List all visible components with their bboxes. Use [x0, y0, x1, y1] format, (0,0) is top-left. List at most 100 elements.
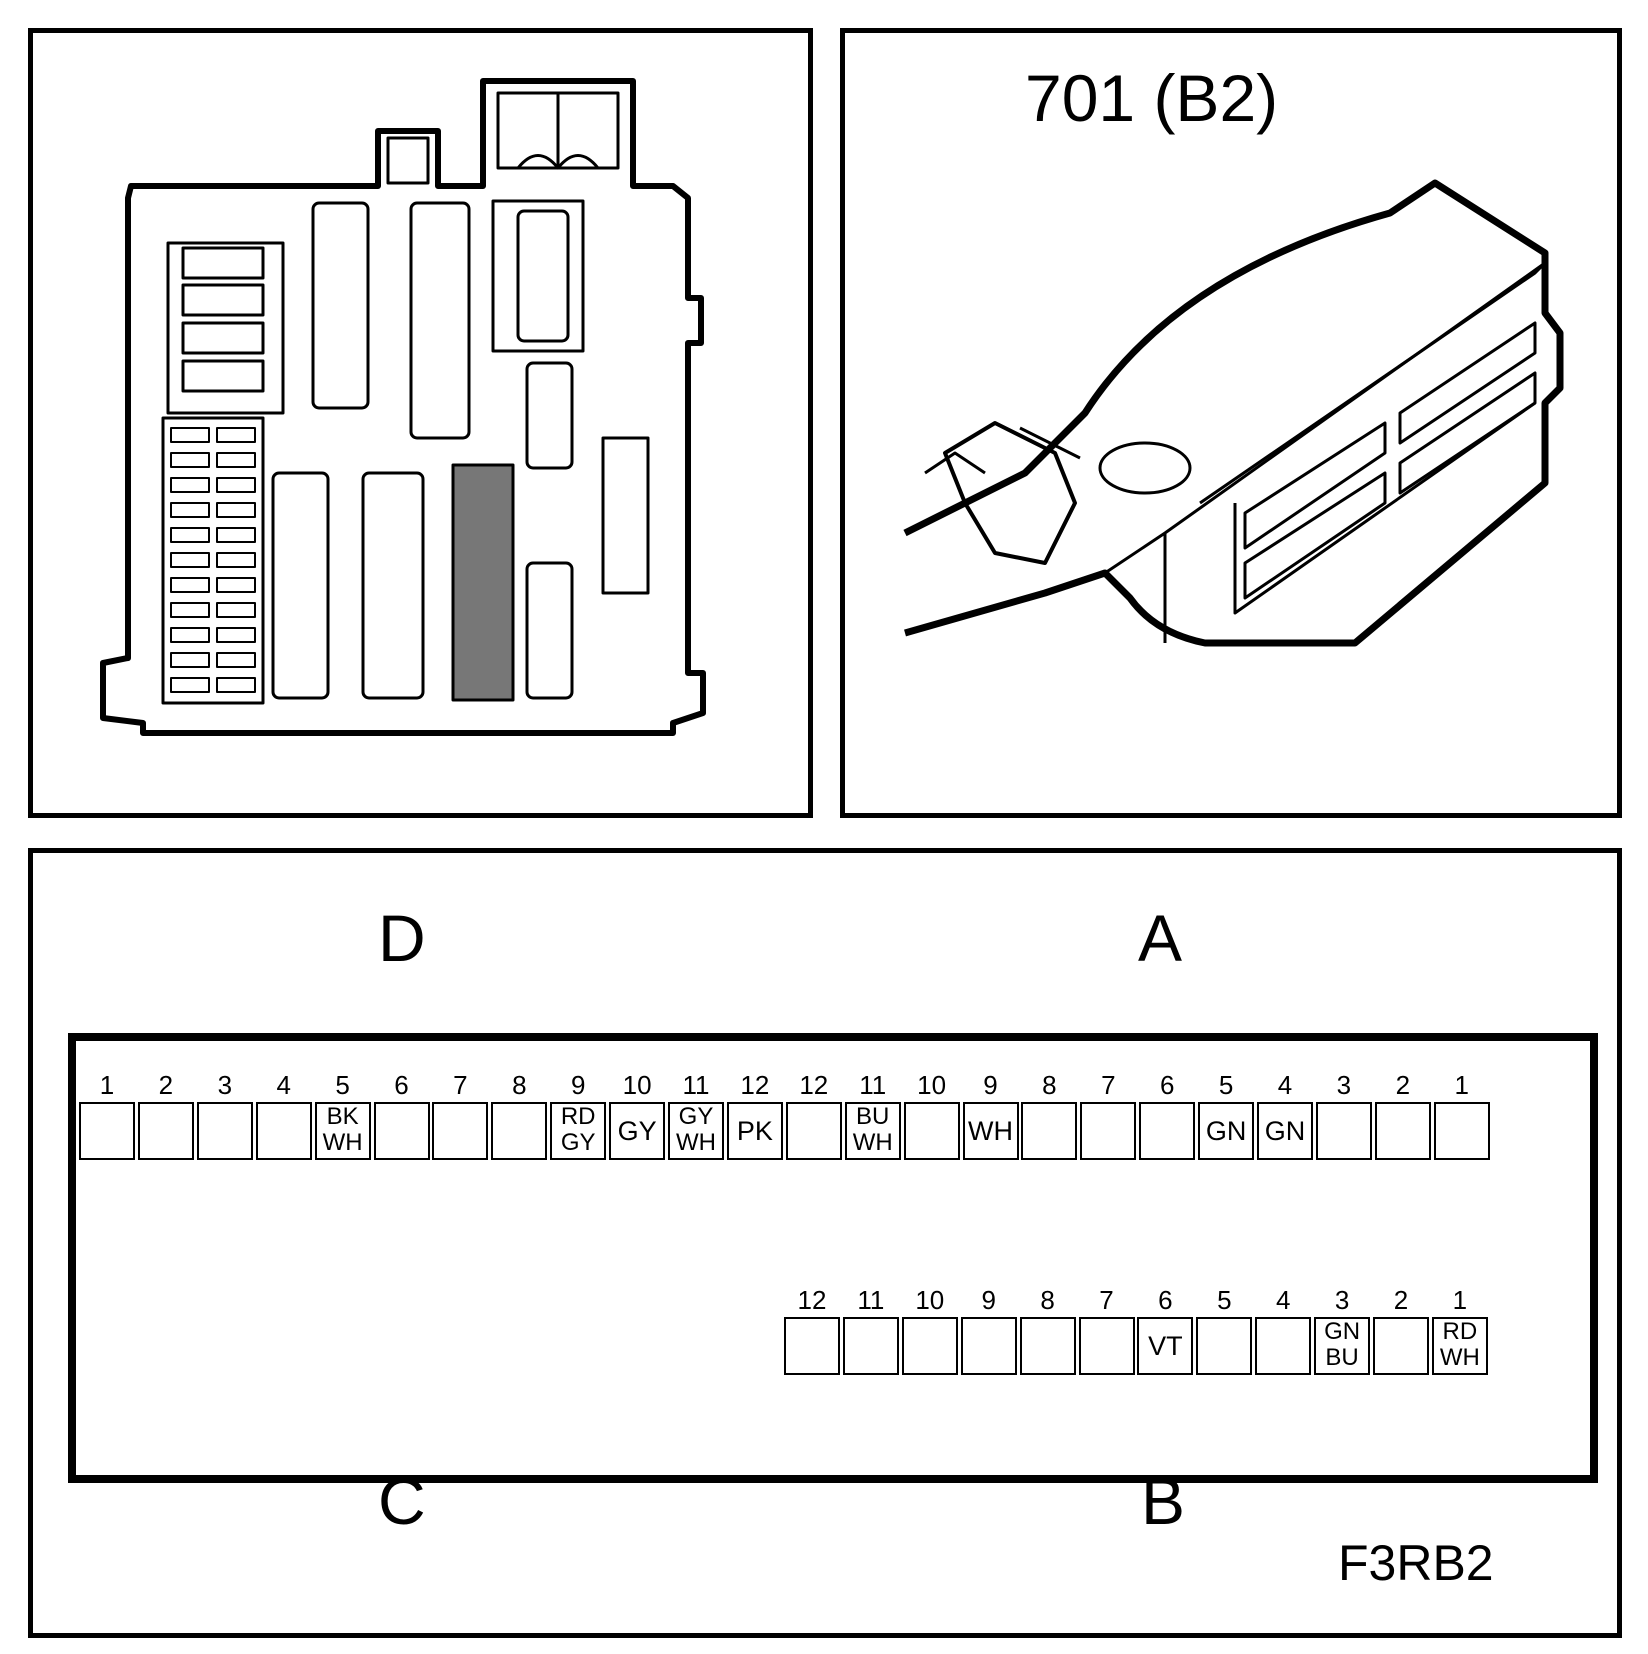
pin-box: [1019, 1317, 1076, 1375]
pin-box: [137, 1102, 194, 1160]
pin-cavity: 7: [1080, 1068, 1137, 1160]
side-label-a: A: [1138, 901, 1183, 975]
pin-box: [842, 1317, 899, 1375]
pin-cavity: 2: [1373, 1283, 1429, 1375]
pin-cavity: 5: [1196, 1283, 1253, 1375]
wire-color: GN: [1264, 1116, 1306, 1146]
pin-box: PK: [726, 1102, 783, 1160]
pin-number: 6: [394, 1070, 409, 1100]
pin-number: 5: [335, 1070, 350, 1100]
pin-number: 10: [917, 1070, 947, 1100]
pin-box: [79, 1102, 135, 1160]
wire-color: BK: [326, 1103, 359, 1130]
pin-cavity: 6: [1139, 1068, 1196, 1160]
figure-code: F3RB2: [1338, 1535, 1494, 1591]
wire-color: PK: [736, 1116, 773, 1146]
pin-cavity: 1: [1433, 1068, 1490, 1160]
pin-cavity: 8: [1021, 1068, 1078, 1160]
wire-color: GY: [617, 1116, 657, 1146]
wire-color: GY: [560, 1129, 596, 1156]
pin-box: [1139, 1102, 1196, 1160]
pin-number: 7: [453, 1070, 468, 1100]
pin-box: [1080, 1102, 1137, 1160]
pin-number: 1: [1452, 1285, 1468, 1315]
wire-color: RD: [560, 1103, 596, 1130]
pin-box: GN: [1257, 1102, 1313, 1160]
fusebox-panel: [28, 28, 813, 818]
pin-number: 12: [797, 1285, 827, 1315]
connector-drawing: [903, 179, 1564, 647]
pin-number: 2: [1395, 1070, 1411, 1100]
pin-box: [903, 1102, 960, 1160]
pin-number: 11: [857, 1285, 885, 1315]
pin-number: 10: [622, 1070, 652, 1100]
wire-color: VT: [1148, 1331, 1183, 1361]
pin-number: 4: [1277, 1070, 1293, 1100]
pin-box: [784, 1317, 840, 1375]
pin-cavity: 11: [842, 1283, 899, 1375]
pin-number: 4: [276, 1070, 291, 1100]
wire-color: BU: [1325, 1344, 1359, 1371]
wire-color: WH: [1439, 1344, 1480, 1371]
pin-number: 6: [1158, 1285, 1173, 1315]
pin-box: [432, 1102, 489, 1160]
pin-box: [1021, 1102, 1078, 1160]
pin-cavity: 3: [1315, 1068, 1372, 1160]
pin-box: VT: [1137, 1317, 1194, 1375]
pin-number: 11: [682, 1070, 710, 1100]
pin-number: 11: [859, 1070, 887, 1100]
wire-color: WH: [852, 1129, 893, 1156]
pin-cavity: 7: [432, 1068, 489, 1160]
wire-color: GN: [1205, 1116, 1247, 1146]
wire-color: RD: [1442, 1318, 1478, 1345]
pin-cavity: 1: [79, 1068, 135, 1160]
pin-cavity: 2: [1374, 1068, 1431, 1160]
wire-color: GY: [678, 1103, 714, 1130]
wire-color: WH: [968, 1116, 1013, 1146]
pin-cavity: 10: [901, 1283, 958, 1375]
pin-box: [901, 1317, 958, 1375]
pin-number: 7: [1099, 1285, 1114, 1315]
wire-color: GN: [1324, 1318, 1361, 1345]
pin-cavity: 9: [960, 1283, 1017, 1375]
pin-cavity: 6: [373, 1068, 430, 1160]
pin-number: 3: [1334, 1285, 1350, 1315]
pin-box: GY: [609, 1102, 666, 1160]
pin-cavity: 12: [785, 1068, 842, 1160]
pin-box: [373, 1102, 430, 1160]
pin-number: 1: [1454, 1070, 1469, 1100]
pin-number: 8: [1040, 1285, 1055, 1315]
pin-cavity: 4: [1255, 1283, 1312, 1375]
side-label-d: D: [378, 901, 426, 975]
pin-box: [491, 1102, 548, 1160]
pin-cavity: 10: [903, 1068, 960, 1160]
pin-box: [196, 1102, 253, 1160]
pin-number: 9: [983, 1070, 998, 1100]
pin-cavity: 8: [491, 1068, 548, 1160]
wire-color: WH: [676, 1129, 716, 1156]
pin-number: 5: [1217, 1285, 1232, 1315]
pin-number: 2: [1393, 1285, 1409, 1315]
wire-color: WH: [322, 1129, 363, 1156]
pin-number: 8: [1042, 1070, 1057, 1100]
pin-number: 6: [1159, 1070, 1175, 1100]
pin-cavity: 4: [255, 1068, 312, 1160]
fusebox-drawing: [100, 78, 706, 736]
pin-number: 3: [217, 1070, 233, 1100]
